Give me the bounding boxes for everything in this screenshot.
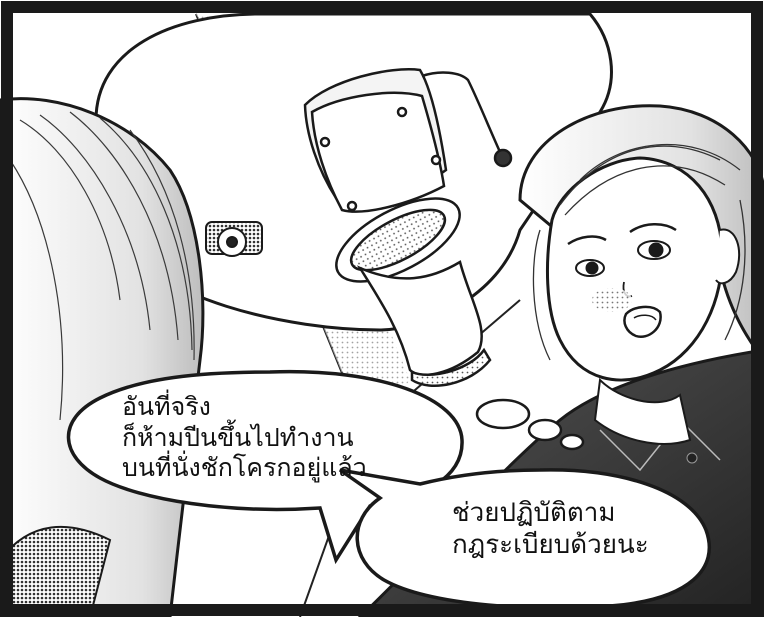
speech-right-text: ช่วยปฏิบัติตาม กฎระเบียบด้วยนะ bbox=[452, 498, 649, 561]
toilet-illustration bbox=[303, 68, 513, 387]
speech-left-line-2: ก็ห้ามปีนขึ้นไปทำงาน bbox=[122, 422, 354, 452]
thought-trail bbox=[475, 398, 585, 451]
speech-right-line-1: ช่วยปฏิบัติตาม bbox=[452, 498, 616, 528]
speech-right-line-2: กฎระเบียบด้วยนะ bbox=[452, 529, 649, 560]
speech-left-line-1: อันที่จริง bbox=[122, 392, 211, 421]
speech-left-text: อันที่จริง ก็ห้ามปีนขึ้นไปทำงาน บนที่นั่… bbox=[122, 392, 367, 484]
toilet-paper-roll bbox=[205, 221, 263, 257]
left-character bbox=[0, 97, 205, 617]
speech-left-line-3: บนที่นั่งชักโครกอยู่แล้ว bbox=[122, 453, 367, 482]
